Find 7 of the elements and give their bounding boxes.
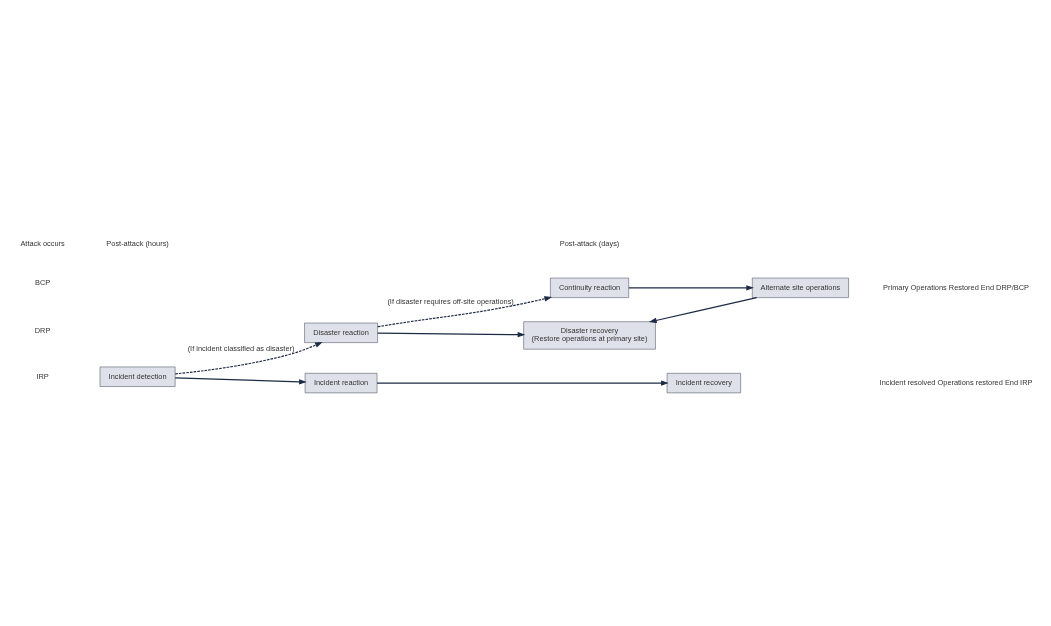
arrow <box>174 341 323 374</box>
arrow <box>174 376 307 384</box>
arrow <box>628 284 754 290</box>
arrow <box>649 296 758 323</box>
arrow <box>376 379 669 386</box>
arrow <box>377 295 553 327</box>
arrow <box>377 331 526 337</box>
